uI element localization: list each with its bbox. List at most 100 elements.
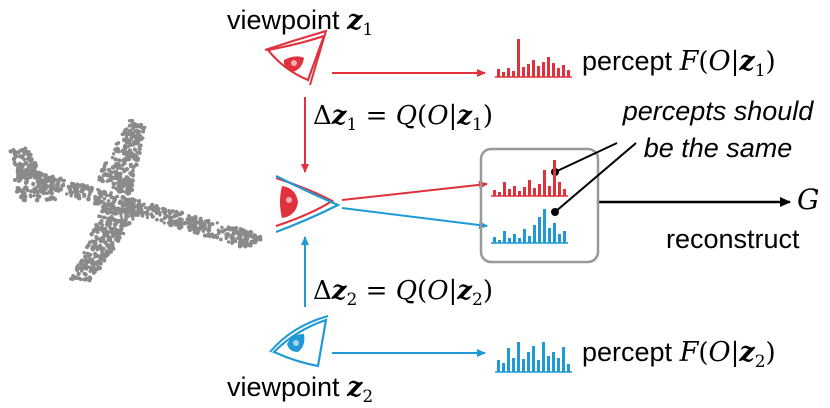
histogram-bar (567, 364, 570, 372)
histogram-bar (563, 231, 566, 243)
point-cloud-dot (100, 251, 105, 256)
histogram-bar (512, 358, 515, 372)
point-cloud-dot (174, 209, 179, 215)
histogram-bar (538, 217, 541, 243)
point-cloud-dot (110, 241, 115, 246)
point-cloud-dot (76, 195, 82, 201)
point-cloud-dot (71, 181, 76, 187)
point-cloud-dot (34, 197, 40, 203)
point-cloud-dot (17, 179, 21, 184)
point-cloud-dot (105, 179, 110, 183)
percept-1-label: percept F(O|z1) (582, 46, 776, 81)
histogram-bar (508, 189, 511, 196)
histogram-bar (527, 352, 530, 372)
histogram-bar (533, 225, 536, 243)
point-cloud-dot (105, 249, 110, 254)
histogram-bar (537, 360, 540, 372)
point-cloud-dot (237, 237, 242, 241)
point-cloud-dot (96, 202, 100, 206)
point-cloud-dot (130, 183, 135, 188)
point-cloud-dot (117, 201, 122, 206)
point-cloud-dot (111, 234, 116, 239)
point-cloud-dot (244, 234, 249, 239)
point-cloud-dot (127, 210, 131, 215)
point-cloud-dot (12, 161, 17, 166)
point-cloud-dot (185, 217, 189, 221)
point-cloud-dot (193, 219, 198, 224)
point-cloud-dot (76, 271, 81, 277)
point-cloud-dot (125, 127, 129, 131)
point-cloud-dot (154, 208, 159, 214)
point-cloud-dot (128, 171, 133, 176)
point-cloud-dot (244, 230, 249, 235)
point-cloud-dot (100, 226, 105, 231)
point-cloud-dot (99, 199, 104, 204)
point-cloud-dot (40, 186, 46, 191)
point-cloud-dot (91, 228, 96, 232)
point-cloud-dot (109, 191, 113, 195)
histogram-bar (507, 348, 510, 372)
histogram-icon-blue (491, 209, 568, 244)
point-cloud-dot (197, 227, 202, 232)
point-cloud-dot (154, 204, 159, 208)
point-cloud-dot (170, 223, 174, 227)
histogram-bar (497, 69, 500, 77)
histogram-bar (493, 237, 496, 243)
point-cloud-dot (25, 151, 30, 156)
point-cloud-dot (19, 195, 23, 200)
point-cloud-dot (186, 220, 191, 225)
point-cloud-dot (93, 197, 98, 203)
point-cloud-dot (179, 224, 184, 229)
point-cloud-dot (114, 211, 119, 216)
histogram-bar (543, 170, 546, 196)
point-cloud-dot (69, 194, 73, 198)
arrow-eye-to-red-hist (341, 180, 488, 201)
point-cloud-dot (231, 231, 237, 236)
point-cloud-dot (140, 213, 145, 218)
point-cloud-dot (207, 224, 212, 229)
point-cloud-dot (90, 186, 95, 191)
point-cloud-dot (132, 147, 137, 152)
point-cloud-dot (100, 209, 105, 214)
point-cloud-dot (136, 207, 141, 212)
point-cloud-dot (126, 176, 131, 181)
point-cloud-dot (76, 276, 81, 280)
point-cloud-dot (134, 134, 139, 139)
histogram-bar (567, 70, 570, 77)
point-cloud-dot (120, 194, 126, 200)
point-cloud-dot (231, 238, 236, 244)
pointer-line-red (554, 142, 618, 173)
histogram-bar (513, 186, 516, 196)
point-cloud-dot (117, 208, 122, 212)
point-cloud-dot (116, 186, 121, 192)
viewpoint-1-label: viewpoint z1 (227, 5, 374, 40)
point-cloud-dot (150, 214, 155, 219)
point-cloud-dot (206, 218, 211, 223)
point-cloud-dot (95, 227, 100, 232)
point-cloud-dot (123, 198, 127, 202)
point-cloud-dot (107, 216, 113, 222)
point-cloud-dot (91, 244, 96, 249)
point-cloud-dot (64, 192, 69, 196)
point-cloud-dot (59, 186, 63, 191)
point-cloud-dot (143, 205, 148, 210)
point-cloud-dot (36, 191, 40, 195)
point-cloud-dot (130, 207, 134, 211)
point-cloud-dot (79, 184, 84, 188)
point-cloud-dot (112, 197, 117, 202)
point-cloud-dot (26, 156, 31, 161)
histogram-bar (517, 342, 520, 372)
arrow-eye-to-blue-hist (341, 207, 488, 229)
point-cloud-dot (103, 216, 107, 220)
point-cloud-dot (8, 149, 13, 154)
delta-2-equation: Δz2 = Q(O|z2) (313, 276, 494, 310)
histogram-bar (548, 186, 551, 196)
point-cloud-dot (215, 221, 219, 225)
point-cloud-dot (145, 215, 150, 220)
point-cloud-dot (52, 184, 56, 188)
histogram-bar (547, 356, 550, 372)
point-cloud-dot (106, 199, 111, 203)
point-cloud-dot (33, 163, 39, 168)
histogram-bar (553, 223, 556, 243)
point-cloud-dot (104, 161, 109, 165)
